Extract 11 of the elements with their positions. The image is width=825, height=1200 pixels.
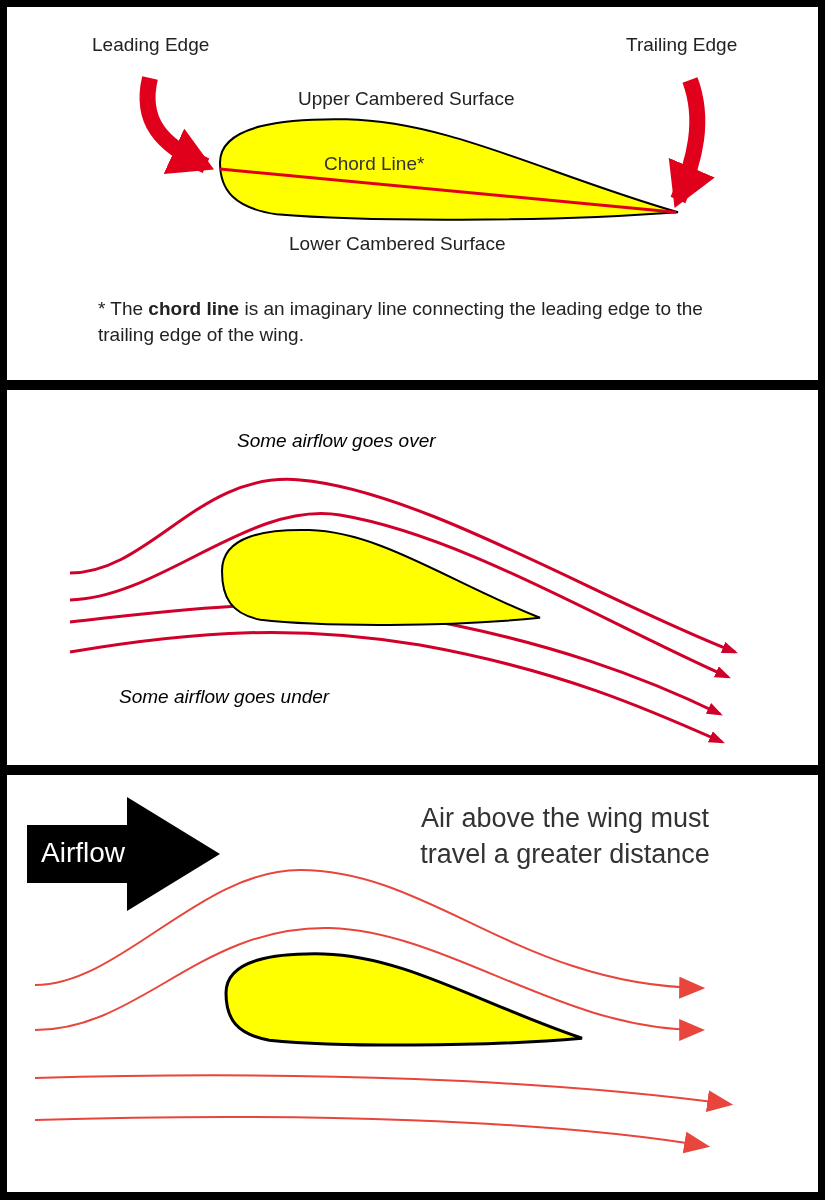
airflow-arrow: Airflow [27,797,220,911]
chord-line-label: Chord Line* [324,153,425,175]
explanation-text: Air above the wing must travel a greater distance [419,802,711,871]
surface-label: Lower Cambered Surface [289,233,506,255]
flow-caption: Some airflow goes over [237,430,436,452]
part-label: Trailing Edge [626,34,752,60]
footnote: * The chord line is an imaginary line connecting the leading edge to the trailing edge of the wing. [98,297,704,347]
arrow [668,77,715,209]
part-label: Leading Edge [92,34,216,60]
flow-caption: Some airflow goes under [119,686,330,708]
surface-label: Upper Cambered Surface [298,88,515,110]
